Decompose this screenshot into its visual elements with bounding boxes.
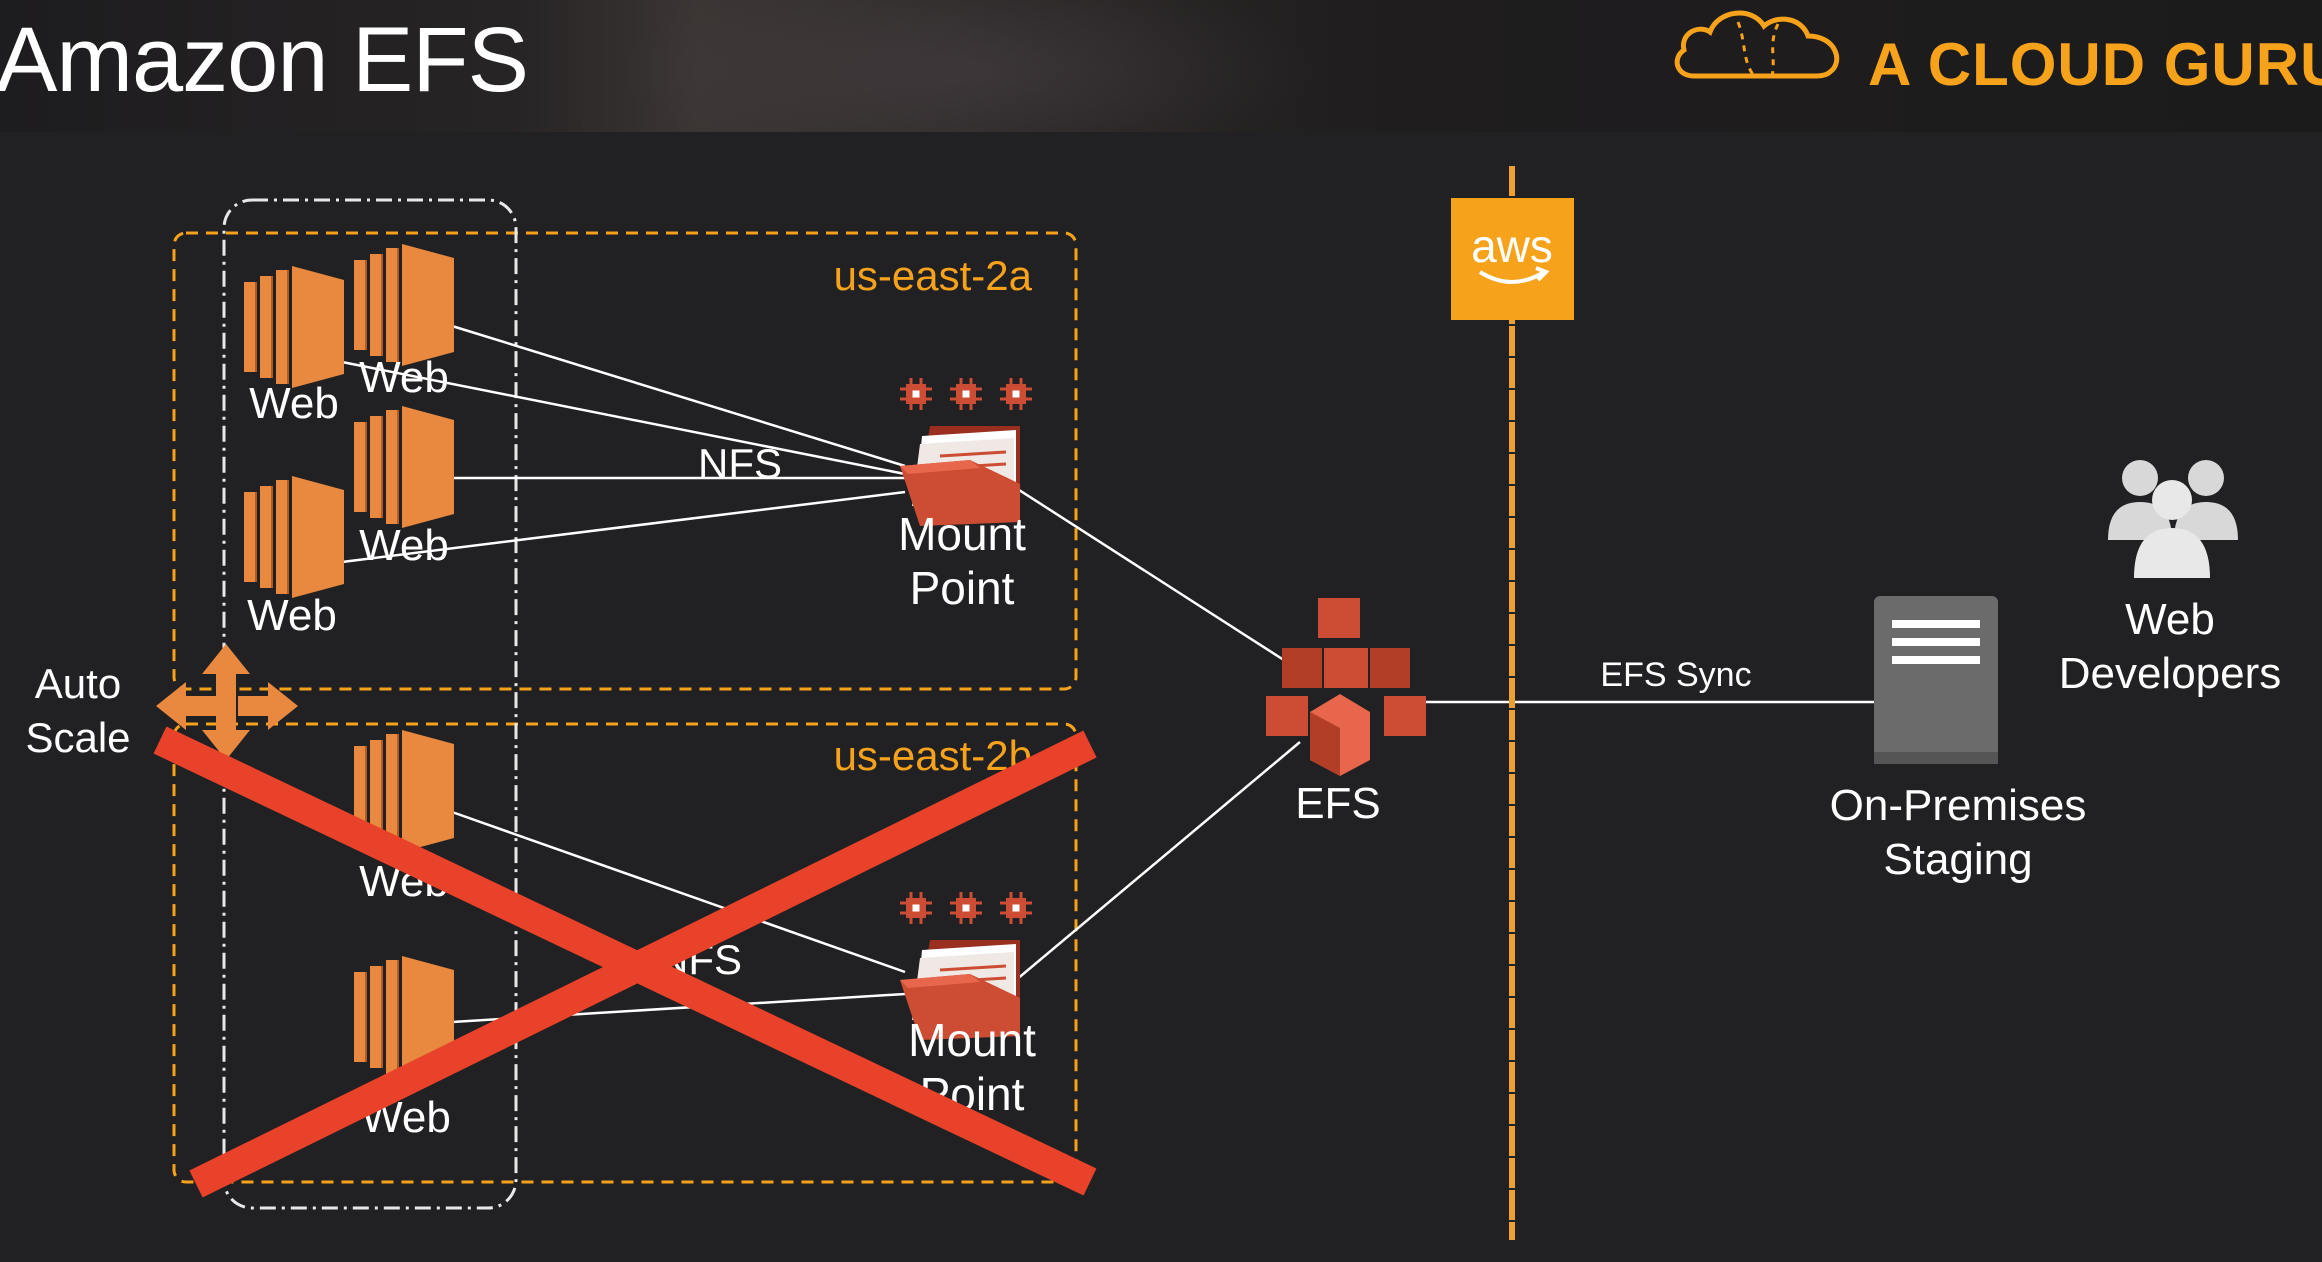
developers-label-line2: Developers xyxy=(2059,649,2282,698)
header-bar: Amazon EFS A CLOUD GURU xyxy=(0,0,2322,132)
ec2-instance-icon xyxy=(243,475,345,599)
unavailable-zone-cross-mark xyxy=(153,726,1097,1198)
auto-scale-arrows-icon xyxy=(156,644,298,760)
web-server-label: Web xyxy=(247,591,337,640)
zone-label-us-east-2b: us-east-2b xyxy=(834,732,1032,779)
web-server-label: Web xyxy=(359,353,449,402)
ec2-instance-icon xyxy=(243,265,345,389)
auto-scale-label-line1: Auto xyxy=(35,660,121,707)
aws-logo-badge xyxy=(1451,198,1574,320)
efs-icon xyxy=(1266,598,1426,776)
chip-icon xyxy=(898,890,934,926)
cloud-logo-icon xyxy=(1674,10,1840,79)
efs-label: EFS xyxy=(1295,779,1381,828)
nfs-label: NFS xyxy=(698,440,782,487)
chip-icon xyxy=(898,376,934,412)
aws-logo-text: aws xyxy=(1471,220,1553,272)
aws-smile-icon xyxy=(1478,266,1550,284)
zone-label-us-east-2a: us-east-2a xyxy=(834,252,1033,299)
brand-name: A CLOUD GURU xyxy=(1868,31,2322,98)
chip-icon xyxy=(998,890,1034,926)
mount-point-label-line2: Point xyxy=(910,562,1015,614)
on-premises-server-icon xyxy=(1874,596,1998,764)
ec2-instance-icon xyxy=(353,405,455,529)
ec2-instance-icon xyxy=(353,243,455,367)
presenter-video-shade xyxy=(620,0,1320,132)
nfs-connection-lines xyxy=(341,324,1876,1024)
chip-icon xyxy=(948,890,984,926)
web-server-label: Web xyxy=(249,379,339,428)
staging-label-line1: On-Premises xyxy=(1830,781,2087,830)
slide-title: Amazon EFS xyxy=(0,9,529,111)
chip-icon xyxy=(948,376,984,412)
auto-scaling-group-box xyxy=(222,198,518,1210)
auto-scale-label-line2: Scale xyxy=(25,714,130,761)
web-server-label: Web xyxy=(359,521,449,570)
developers-label-line1: Web xyxy=(2125,595,2215,644)
mount-point-label-line1: Mount xyxy=(898,508,1026,560)
chip-icon xyxy=(998,376,1034,412)
zone-box-us-east-2b xyxy=(172,722,1078,1184)
staging-label-line2: Staging xyxy=(1883,835,2032,884)
mount-point-label-line1: Mount xyxy=(908,1014,1036,1066)
developers-group-icon xyxy=(2108,460,2238,578)
efs-sync-label: EFS Sync xyxy=(1600,656,1751,694)
zone-box-us-east-2a xyxy=(172,231,1078,691)
